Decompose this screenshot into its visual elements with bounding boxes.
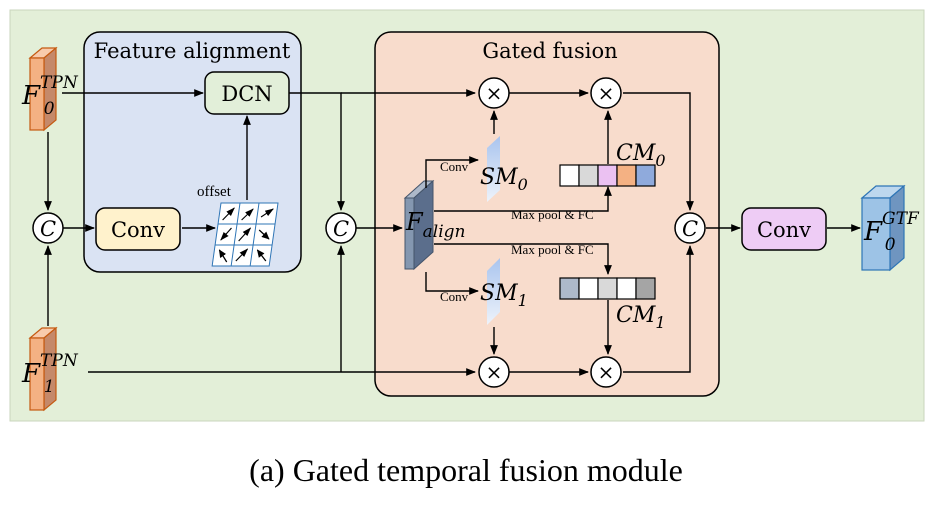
cm0-cell bbox=[578, 164, 599, 187]
sm1-mask bbox=[487, 258, 500, 325]
cm0-cell bbox=[597, 164, 618, 187]
sm0-mask bbox=[487, 136, 500, 202]
edge-label-conv-bottom: Conv bbox=[440, 289, 469, 304]
cm0-cell bbox=[559, 164, 580, 187]
svg-text:×: × bbox=[598, 360, 615, 384]
feature-alignment-title: Feature alignment bbox=[94, 39, 291, 63]
cm0-label: CM0 bbox=[616, 141, 666, 170]
conv-right-label: Conv bbox=[757, 218, 811, 242]
multiply-node-top-right: × bbox=[590, 77, 622, 109]
multiply-node-bottom-left: × bbox=[478, 356, 510, 388]
svg-text:C: C bbox=[682, 217, 698, 241]
concat-node-2: C bbox=[325, 212, 357, 244]
gated-fusion-title: Gated fusion bbox=[482, 39, 617, 63]
f0-tpn-feature bbox=[28, 46, 58, 132]
multiply-node-top-left: × bbox=[478, 77, 510, 109]
offset-label: offset bbox=[197, 184, 232, 200]
svg-text:C: C bbox=[40, 217, 56, 241]
connections bbox=[44, 89, 861, 376]
sm1-label: SM1 bbox=[480, 281, 528, 310]
svg-text:×: × bbox=[486, 81, 503, 105]
edge-label-maxpool-top: Max pool & FC bbox=[511, 207, 594, 222]
svg-text:×: × bbox=[598, 81, 615, 105]
conv-block-left bbox=[95, 207, 181, 251]
cm1-label: CM1 bbox=[616, 303, 666, 332]
concat-node-1: C bbox=[32, 212, 64, 244]
conv-block-right bbox=[741, 207, 827, 251]
sm0-label: SM0 bbox=[480, 165, 528, 194]
cm0-cell bbox=[635, 164, 656, 187]
conv-left-label: Conv bbox=[111, 218, 165, 242]
concat-node-3: C bbox=[674, 212, 706, 244]
edge-label-maxpool-bottom: Max pool & FC bbox=[511, 242, 594, 257]
cm0-cell bbox=[616, 164, 637, 187]
f-align-feature bbox=[403, 179, 435, 271]
cm1-vector bbox=[559, 277, 656, 300]
cm1-cell bbox=[635, 277, 656, 300]
multiply-node-bottom-right: × bbox=[590, 356, 622, 388]
f0-gtf-feature bbox=[860, 184, 906, 272]
gated-fusion-panel bbox=[374, 31, 720, 397]
figure-caption: (a) Gated temporal fusion module bbox=[249, 452, 683, 488]
svg-text:×: × bbox=[486, 360, 503, 384]
cm1-cell bbox=[616, 277, 637, 300]
cm1-cell bbox=[559, 277, 580, 300]
offset-grid bbox=[211, 202, 279, 267]
dcn-label: DCN bbox=[221, 82, 272, 106]
cm1-cell bbox=[578, 277, 599, 300]
edge-label-conv-top: Conv bbox=[440, 159, 469, 174]
f-align-label: Falign bbox=[405, 208, 466, 242]
f1-tpn-feature bbox=[28, 326, 58, 412]
cm0-vector bbox=[559, 164, 656, 187]
svg-text:C: C bbox=[333, 217, 349, 241]
cm1-cell bbox=[597, 277, 618, 300]
